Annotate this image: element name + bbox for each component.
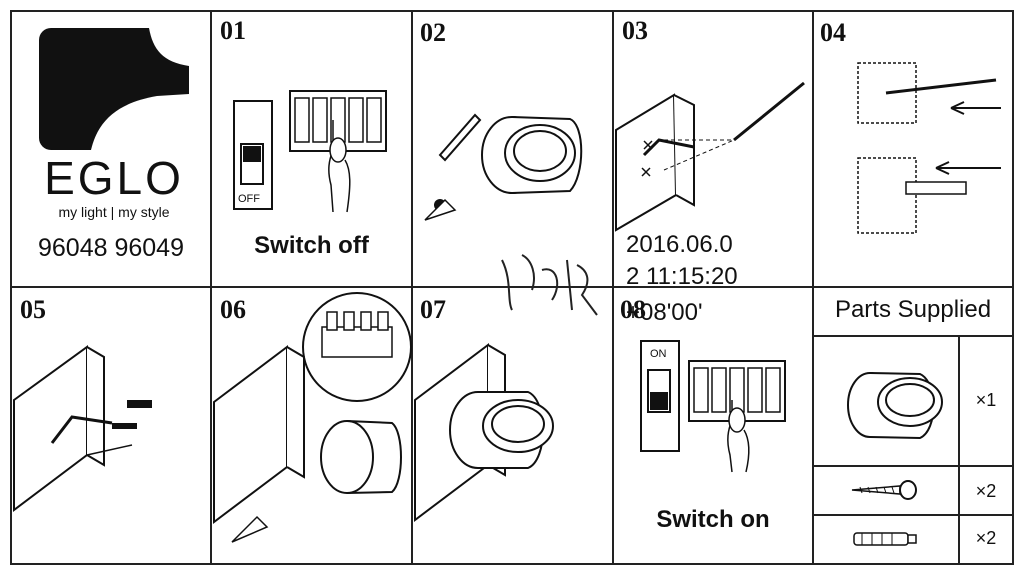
breaker-switch-on-icon bbox=[640, 340, 680, 452]
grid-right bbox=[1012, 10, 1014, 565]
grid-col1 bbox=[210, 10, 212, 565]
parts-line-3 bbox=[812, 514, 1014, 516]
mounted-lamp-icon bbox=[414, 342, 554, 523]
brand-tagline: my light | my style bbox=[58, 204, 170, 220]
wall-plug-icon bbox=[853, 532, 917, 546]
switch-on-label: ON bbox=[650, 348, 667, 360]
grid-left bbox=[10, 10, 12, 565]
bracket-mounting-icon bbox=[13, 345, 152, 513]
step-number: 05 bbox=[20, 295, 46, 324]
brand-name: EGLO bbox=[44, 152, 184, 204]
step-number: 01 bbox=[220, 16, 246, 45]
parts-line-1 bbox=[812, 335, 1014, 337]
drilling-wall-icon bbox=[857, 62, 1001, 234]
step-number: 04 bbox=[820, 18, 846, 47]
model-numbers: 96048 96049 bbox=[38, 234, 184, 262]
grid-bottom bbox=[10, 563, 1014, 565]
fuse-box-hand-icon bbox=[688, 360, 786, 473]
marking-holes-icon bbox=[615, 81, 805, 232]
timestamp-line-1: 2016.06.0 bbox=[626, 231, 733, 258]
switch-on-caption: Switch on bbox=[656, 506, 770, 533]
lamp-disassembly-icon bbox=[424, 113, 583, 221]
switch-off-caption: Switch off bbox=[254, 232, 369, 259]
step-number: 02 bbox=[420, 18, 446, 47]
step-number: 03 bbox=[622, 16, 648, 45]
wiring-connection-icon bbox=[213, 292, 412, 543]
parts-qty: ×2 bbox=[975, 481, 997, 501]
switch-off-label: OFF bbox=[238, 193, 260, 205]
grid-top bbox=[10, 10, 1014, 12]
timestamp-line-2: 2 11:15:20 bbox=[626, 263, 738, 290]
screw-icon bbox=[851, 480, 917, 500]
breaker-switch-off-icon bbox=[233, 100, 273, 210]
grid-col2 bbox=[411, 10, 413, 565]
lamp-icon bbox=[847, 372, 943, 440]
eglo-logo-icon bbox=[39, 28, 189, 150]
step-number: 08 bbox=[620, 295, 646, 324]
parts-title: Parts Supplied bbox=[834, 296, 992, 323]
parts-qty: ×1 bbox=[975, 390, 997, 410]
grid-middle bbox=[10, 286, 1014, 288]
logo-panel: EGLO my light | my style 96048 96049 bbox=[12, 12, 210, 286]
handwritten-signature-icon bbox=[501, 254, 598, 316]
timestamp-line-3: +08'00' bbox=[626, 299, 703, 326]
step-number: 07 bbox=[420, 295, 446, 324]
fuse-box-hand-icon bbox=[289, 90, 387, 213]
grid-col4 bbox=[812, 10, 814, 565]
grid-col3 bbox=[612, 10, 614, 565]
parts-qty: ×2 bbox=[975, 528, 997, 548]
parts-qty-divider bbox=[958, 335, 960, 565]
step-number: 06 bbox=[220, 295, 246, 324]
parts-line-2 bbox=[812, 465, 1014, 467]
